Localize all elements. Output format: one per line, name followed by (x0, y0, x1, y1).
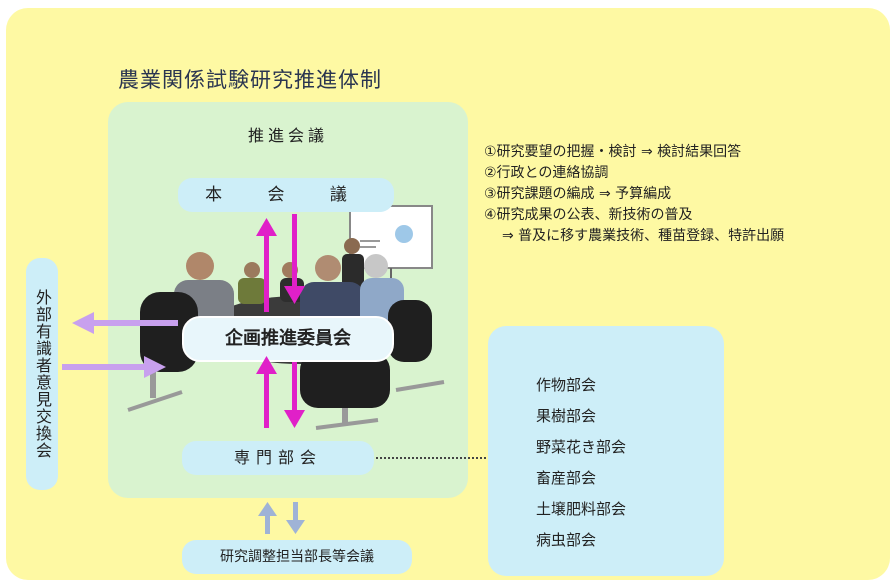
bukai-list: 作物部会 果樹部会 野菜花き部会 畜産部会 土壌肥料部会 病虫部会 (536, 370, 626, 556)
bukai-item: 畜産部会 (536, 469, 597, 487)
bukai-item: 果樹部会 (536, 407, 597, 425)
bukai-item: 野菜花き部会 (536, 438, 627, 456)
bukai-item: 病虫部会 (536, 531, 597, 549)
arrow-right-shaft (62, 364, 148, 370)
bukai-item: 作物部会 (536, 376, 597, 394)
function-item: ④研究成果の公表、新技術の普及 (484, 207, 693, 223)
bukai-item: 土壌肥料部会 (536, 500, 627, 518)
arrow-left-shaft (90, 320, 178, 326)
kikaku-suishin-iinkai-box: 企画推進委員会 (182, 316, 394, 362)
bukai-panel (488, 326, 724, 576)
diagram-title: 農業関係試験研究推進体制 (118, 68, 382, 92)
pie-graphic (395, 225, 413, 243)
hon-kaigi-box: 本 会 議 (178, 178, 394, 212)
senmon-bukai-box: 専門部会 (182, 441, 374, 475)
function-item: ⇒ 普及に移す農業技術、種苗登録、特許出願 (502, 228, 785, 244)
arrow-down-head (284, 286, 305, 304)
person-head (186, 252, 214, 280)
arrow-right-head (144, 356, 166, 378)
arrow-up-shaft (264, 232, 269, 312)
arrow-up-head (256, 218, 277, 236)
arrow-left-head (72, 312, 94, 334)
function-list: ①研究要望の把握・検討 ⇒ 検討結果回答 ②行政との連絡協調 ③研究課題の編成 … (484, 142, 784, 247)
function-item: ①研究要望の把握・検討 ⇒ 検討結果回答 (484, 144, 742, 160)
gaibu-iken-koukankai-box: 外部有識者意見交換会 (26, 258, 58, 490)
function-item: ③研究課題の編成 ⇒ 予算編成 (484, 186, 672, 202)
dotted-connector (376, 457, 510, 459)
arrow-down-shaft (292, 214, 297, 290)
function-item: ②行政との連絡協調 (484, 165, 609, 181)
suishin-kaigi-label: 推進会議 (247, 126, 328, 145)
chousei-kaigi-box: 研究調整担当部長等会議 (182, 540, 412, 574)
